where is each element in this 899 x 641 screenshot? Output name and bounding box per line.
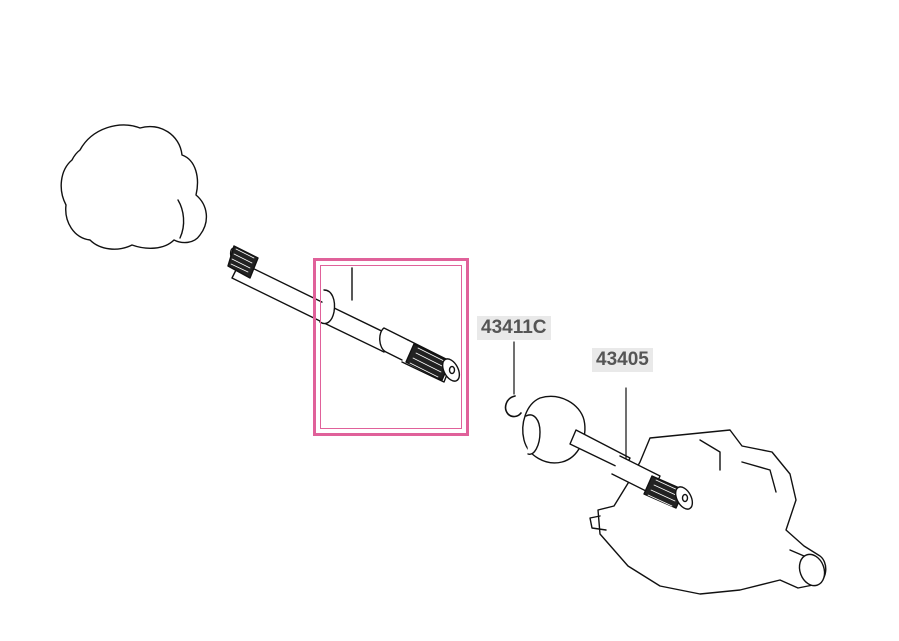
long-shaft (227, 245, 461, 383)
part-label-43405[interactable]: 43405 (592, 348, 653, 372)
left-joint-housing (60, 124, 207, 250)
selected-part-highlight (313, 258, 469, 436)
part-label-43411c[interactable]: 43411C (477, 316, 551, 340)
snap-ring (504, 395, 522, 418)
differential-housing (597, 429, 827, 595)
selected-part-highlight-inner (320, 265, 462, 429)
inboard-joint-shaft (522, 387, 631, 471)
